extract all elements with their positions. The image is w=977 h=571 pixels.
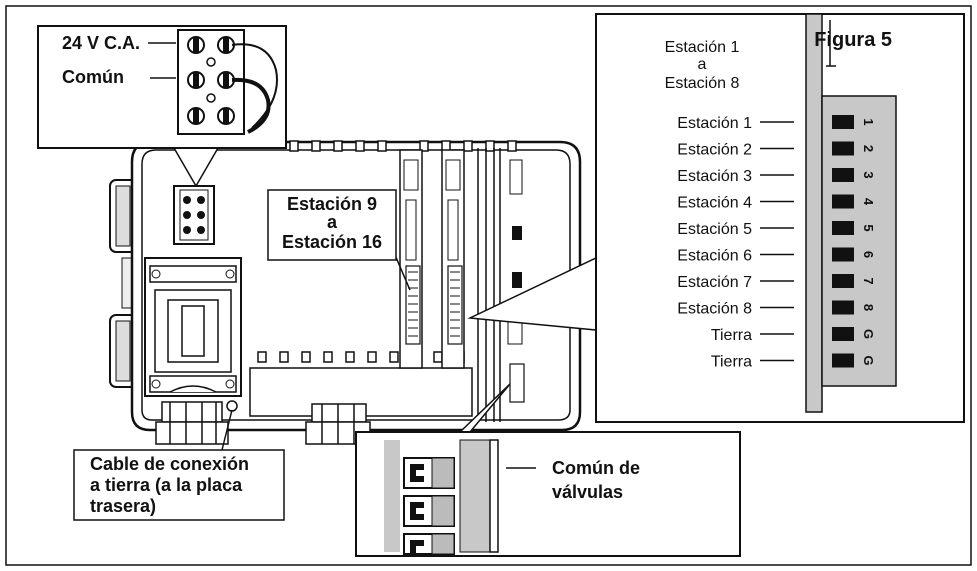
terminal-row: Estación 8 8 bbox=[677, 300, 876, 318]
terminal-pin-label: 8 bbox=[861, 304, 876, 311]
inset-power-terminals: 24 V C.A. Común bbox=[37, 25, 287, 188]
terminal-row: Tierra G bbox=[711, 327, 876, 344]
top-slots bbox=[289, 140, 517, 152]
terminal-label: Estación 4 bbox=[677, 195, 752, 212]
terminal-slot bbox=[832, 300, 854, 315]
terminal-label: Tierra bbox=[711, 327, 752, 344]
terminal-slot bbox=[832, 247, 854, 262]
terminal-row: Estación 3 3 bbox=[677, 168, 876, 185]
valve-common-line2: válvulas bbox=[552, 482, 623, 502]
power-terminal-block-small bbox=[173, 185, 215, 245]
terminal-slot bbox=[832, 168, 854, 182]
terminal-row: Tierra G bbox=[711, 353, 876, 371]
terminal-label: Estación 5 bbox=[677, 221, 752, 238]
terminal-pin-label: 6 bbox=[861, 251, 876, 258]
terminal-slot bbox=[832, 194, 854, 209]
transformer bbox=[144, 257, 242, 397]
inset-stations-1-8: Figura 5 Estación 1 a Estación 8 Estació… bbox=[467, 13, 965, 423]
terminal-label: Estación 3 bbox=[677, 168, 752, 185]
controller-cabinet bbox=[109, 140, 582, 445]
terminal-row: Estación 4 4 bbox=[677, 194, 876, 212]
terminal-pin-label: 2 bbox=[861, 145, 876, 152]
ground-line1: Cable de conexión bbox=[90, 454, 249, 474]
stations-9-16-line2: a bbox=[327, 212, 338, 232]
terminal-row: Estación 7 7 bbox=[677, 274, 876, 291]
module-rails bbox=[399, 148, 525, 422]
terminal-row: Estación 1 1 bbox=[677, 115, 876, 132]
stations-1-8-line2: a bbox=[698, 56, 707, 73]
terminal-slot bbox=[832, 115, 854, 129]
terminal-label: Estación 8 bbox=[677, 301, 752, 318]
stations-1-8-line1: Estación 1 bbox=[665, 39, 740, 56]
ground-line2: a tierra (a la placa bbox=[90, 475, 243, 495]
terminal-slot bbox=[832, 353, 854, 368]
screw-terminal-icon bbox=[187, 36, 235, 125]
terminal-label: Estación 2 bbox=[677, 142, 752, 159]
terminal-row: Estación 2 2 bbox=[677, 141, 876, 159]
valve-common-line1: Común de bbox=[552, 458, 640, 478]
terminal-label: Estación 7 bbox=[677, 274, 752, 291]
station-terminal-strip bbox=[821, 95, 897, 387]
stations-9-16-line1: Estación 9 bbox=[287, 194, 377, 214]
ground-line3: trasera) bbox=[90, 496, 156, 516]
callout-stations-9-16: Estación 9 a Estación 16 bbox=[267, 189, 411, 291]
terminal-label: Tierra bbox=[711, 354, 752, 371]
terminal-label: Estación 6 bbox=[677, 248, 752, 265]
valve-common-terminals bbox=[403, 457, 455, 555]
terminal-slot bbox=[832, 274, 854, 288]
terminal-row: Estación 6 6 bbox=[677, 247, 876, 265]
stations-9-16-line3: Estación 16 bbox=[282, 232, 382, 252]
stations-1-8-line3: Estación 8 bbox=[665, 75, 740, 92]
terminal-row: Estación 5 5 bbox=[677, 221, 876, 238]
terminal-slot bbox=[832, 141, 854, 156]
figure-title: Figura 5 bbox=[814, 29, 892, 51]
terminal-pin-label: 1 bbox=[861, 118, 876, 125]
inset-stations-box bbox=[595, 13, 965, 423]
terminal-pin-label: G bbox=[861, 329, 876, 339]
terminal-pin-label: 3 bbox=[861, 171, 876, 178]
terminal-pin-label: 4 bbox=[861, 198, 876, 206]
ground-screw bbox=[226, 400, 238, 412]
conduit-fittings bbox=[155, 401, 371, 445]
terminal-slot bbox=[832, 221, 854, 235]
label-24v-ac: 24 V C.A. bbox=[62, 33, 140, 53]
callout-ground-cable: Cable de conexión a tierra (a la placa t… bbox=[73, 409, 285, 521]
terminal-slot bbox=[832, 327, 854, 341]
terminal-label: Estación 1 bbox=[677, 115, 752, 132]
label-comun: Común bbox=[62, 67, 124, 87]
terminal-pin-label: 5 bbox=[861, 224, 876, 231]
terminal-pin-label: G bbox=[861, 355, 876, 365]
terminal-pin-label: 7 bbox=[861, 277, 876, 284]
inset-valve-common: Común de válvulas bbox=[355, 383, 741, 557]
